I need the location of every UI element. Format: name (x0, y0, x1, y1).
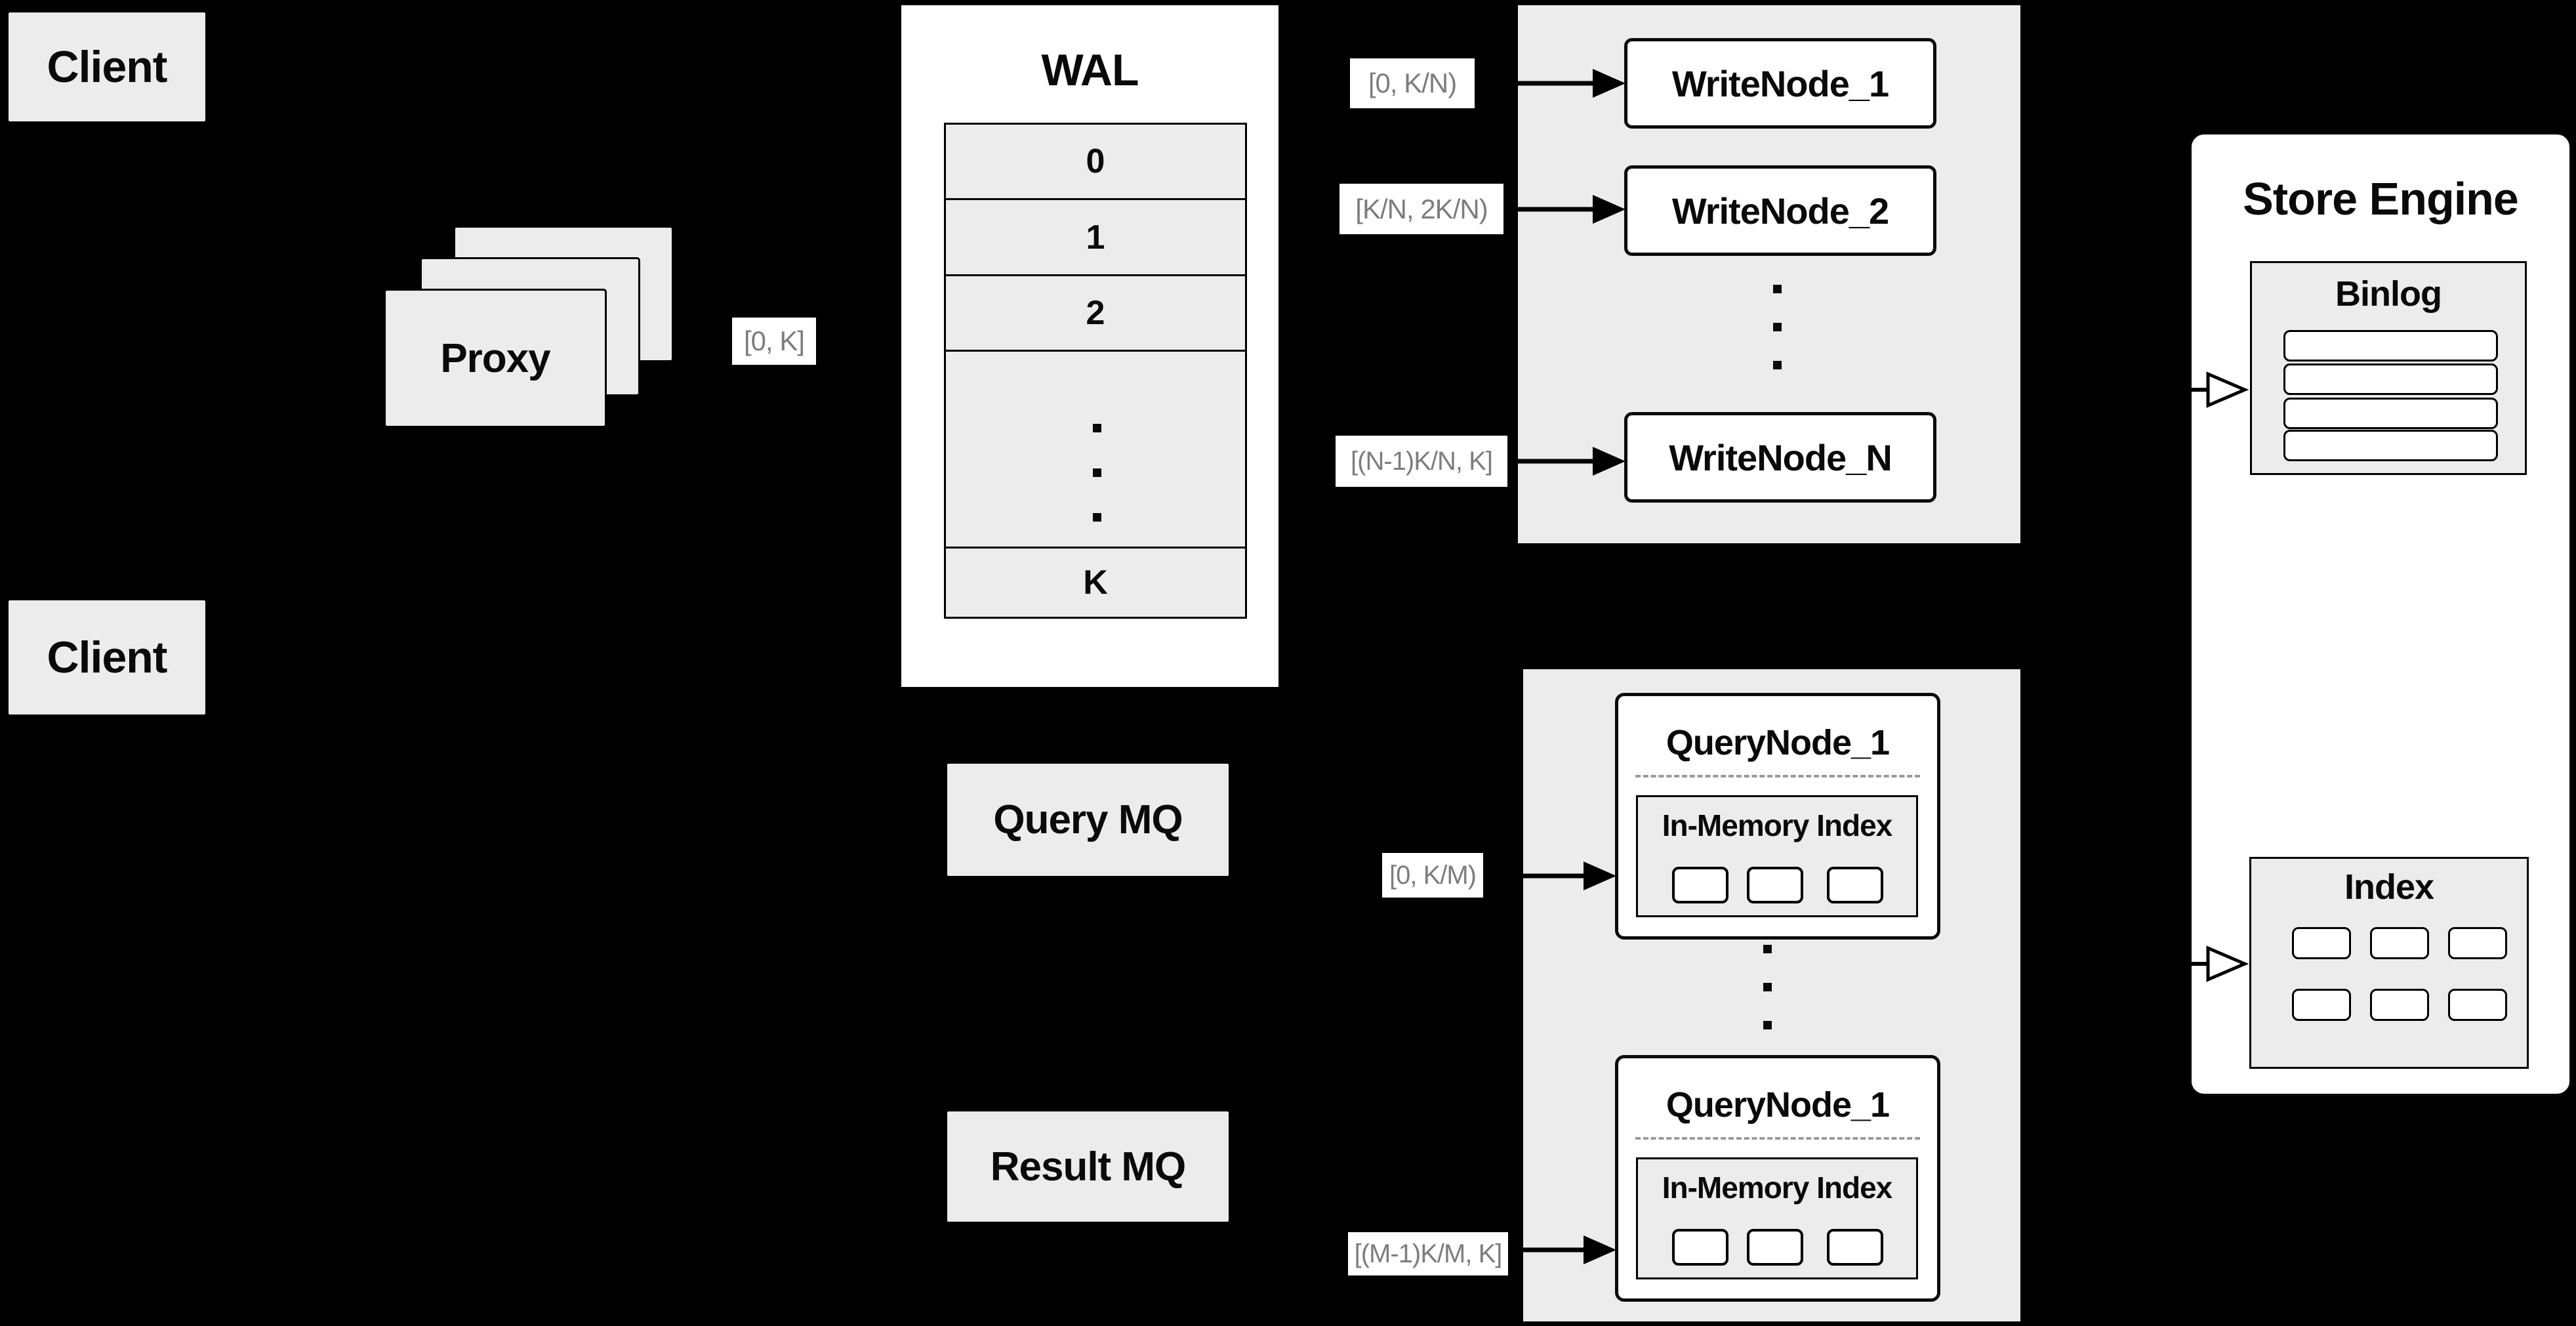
index-cell (2370, 927, 2429, 959)
client-label: Client (47, 632, 168, 682)
dashed-divider (1635, 775, 1920, 777)
binlog-title: Binlog (2335, 274, 2442, 314)
writenode-1-box: WriteNode_1 (1624, 38, 1936, 129)
ellipsis-dot (1773, 361, 1782, 369)
ellipsis-dot (1763, 1021, 1772, 1029)
query-mq-box: Query MQ (945, 762, 1231, 878)
range-label-querynode-1: [0, K/M) (1382, 853, 1483, 898)
binlog-row (2283, 430, 2498, 461)
client-box-top: Client (7, 10, 207, 123)
index-cell (2448, 989, 2507, 1021)
range-label-proxy-wal: [0, K] (732, 318, 816, 365)
querynode-box-bottom: QueryNode_1 In-Memory Index (1615, 1055, 1940, 1302)
wal-table: 0 1 2 K (944, 123, 1247, 619)
querynode-title: QueryNode_1 (1666, 723, 1890, 762)
ellipsis-dot (1773, 285, 1782, 293)
in-memory-index-title: In-Memory Index (1662, 808, 1893, 842)
ellipsis-dot (1093, 468, 1101, 477)
client-label: Client (47, 42, 168, 92)
writenode-panel: WriteNode_1 WriteNode_2 WriteNode_N (1518, 5, 2020, 543)
range-label-writenode-2: [K/N, 2K/N) (1339, 184, 1503, 234)
ellipsis-dot (1763, 983, 1772, 991)
wal-row-ellipsis (946, 352, 1245, 549)
binlog-row (2283, 330, 2498, 362)
result-mq-label: Result MQ (990, 1144, 1187, 1190)
dashed-divider (1635, 1137, 1920, 1140)
index-title: Index (2344, 867, 2434, 907)
result-mq-box: Result MQ (945, 1109, 1231, 1224)
index-cell (2370, 989, 2429, 1021)
segment-cell (1672, 1229, 1728, 1266)
binlog-row (2283, 363, 2498, 395)
index-box: Index (2249, 857, 2529, 1069)
segment-cell (1747, 867, 1803, 903)
wal-row-k: K (946, 549, 1245, 617)
wal-row-1: 1 (946, 200, 1245, 276)
store-engine-box: Store Engine Binlog Index (2190, 133, 2571, 1096)
range-label-writenode-1: [0, K/N) (1350, 58, 1475, 108)
writenode-2-box: WriteNode_2 (1624, 165, 1936, 256)
segment-cell (1672, 867, 1728, 903)
ellipsis-dot (1093, 424, 1101, 432)
wal-box: WAL 0 1 2 K (899, 3, 1280, 689)
wal-title: WAL (1041, 45, 1139, 95)
binlog-row (2283, 398, 2498, 429)
store-engine-title: Store Engine (2243, 173, 2519, 224)
segment-cell (1747, 1229, 1803, 1266)
client-box-bottom: Client (7, 598, 207, 716)
proxy-label: Proxy (440, 335, 550, 381)
index-cell (2292, 927, 2351, 959)
binlog-box: Binlog (2250, 261, 2527, 475)
query-mq-label: Query MQ (993, 797, 1183, 842)
in-memory-index-box: In-Memory Index (1636, 795, 1918, 917)
writenode-2-label: WriteNode_2 (1671, 190, 1889, 232)
index-cell (2448, 927, 2507, 959)
in-memory-index-box: In-Memory Index (1636, 1157, 1918, 1279)
ellipsis-dot (1093, 513, 1101, 522)
segment-cell (1827, 1229, 1883, 1266)
ellipsis-dot (1773, 323, 1782, 331)
proxy-box: Proxy (384, 289, 607, 428)
wal-row-0: 0 (946, 125, 1245, 200)
writenode-1-label: WriteNode_1 (1671, 62, 1889, 104)
querynode-box-top: QueryNode_1 In-Memory Index (1615, 693, 1940, 940)
range-label-writenode-n: [(N-1)K/N, K] (1336, 436, 1507, 487)
index-cell (2292, 989, 2351, 1021)
range-label-querynode-m: [(M-1)K/M, K] (1348, 1232, 1508, 1275)
segment-cell (1827, 867, 1883, 903)
in-memory-index-title: In-Memory Index (1662, 1171, 1893, 1205)
writenode-n-box: WriteNode_N (1624, 412, 1936, 503)
wal-row-2: 2 (946, 276, 1245, 352)
querynode-panel: QueryNode_1 In-Memory Index QueryNode_1 … (1523, 669, 2020, 1321)
ellipsis-dot (1763, 945, 1772, 953)
writenode-n-label: WriteNode_N (1669, 436, 1892, 478)
querynode-title: QueryNode_1 (1666, 1085, 1890, 1125)
